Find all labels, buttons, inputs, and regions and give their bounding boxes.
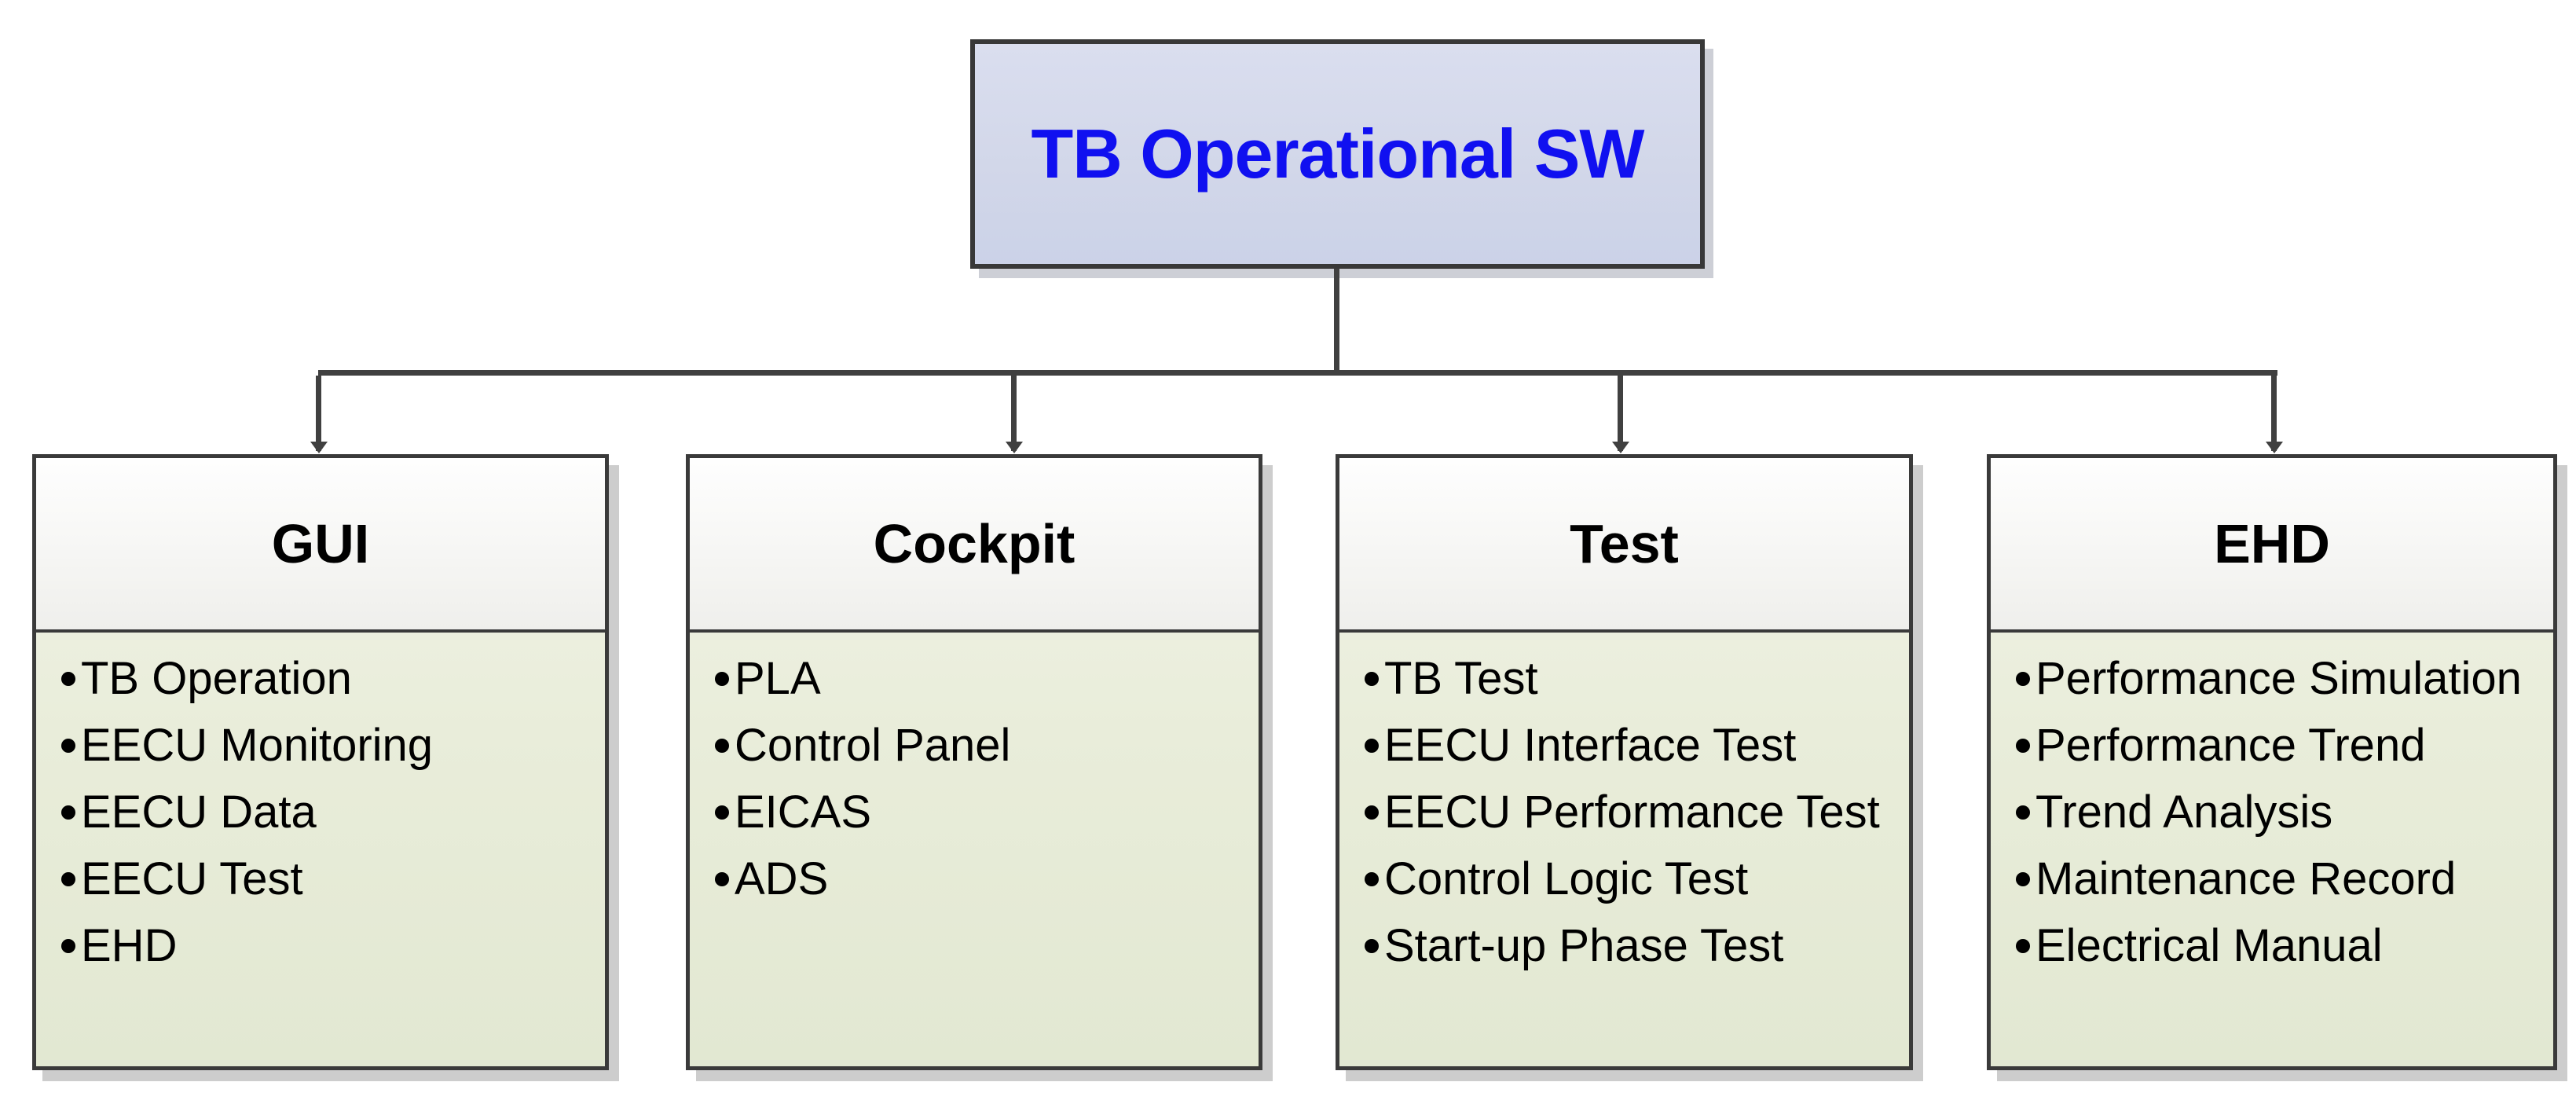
list-item: ADS [715,845,1251,912]
list-item: TB Operation [61,645,597,712]
list-item: Control Logic Test [1365,845,1901,912]
connector-drop-ehd [2271,376,2277,451]
list-item: EECU Test [61,845,597,912]
node-ehd-items: Performance Simulation Performance Trend… [1991,645,2553,979]
list-item: EECU Performance Test [1365,779,1901,845]
node-cockpit-items: PLA Control Panel EICAS ADS [690,645,1259,912]
connector-horizontal-bus [318,370,2277,376]
list-item: Trend Analysis [2016,779,2545,845]
list-item: TB Test [1365,645,1901,712]
list-item: Performance Trend [2016,712,2545,779]
node-gui-title: GUI [271,513,370,574]
arrow-down-icon [1611,442,1629,453]
node-test-header: Test [1339,458,1909,633]
list-item: PLA [715,645,1251,712]
list-item: Performance Simulation [2016,645,2545,712]
arrow-down-icon [310,442,328,453]
node-ehd-title: EHD [2214,513,2330,574]
node-gui-header: GUI [36,458,605,633]
root-node-label: TB Operational SW [1031,115,1645,193]
arrow-down-icon [2265,442,2283,453]
node-gui: GUI TB Operation EECU Monitoring EECU Da… [32,454,609,1070]
list-item: EICAS [715,779,1251,845]
list-item: Start-up Phase Test [1365,912,1901,979]
node-test-title: Test [1570,513,1679,574]
list-item: EECU Interface Test [1365,712,1901,779]
connector-drop-cockpit [1011,376,1017,451]
root-node: TB Operational SW [970,39,1705,269]
list-item: Maintenance Record [2016,845,2545,912]
node-ehd: EHD Performance Simulation Performance T… [1987,454,2557,1070]
connector-drop-test [1618,376,1623,451]
list-item: Electrical Manual [2016,912,2545,979]
node-cockpit-header: Cockpit [690,458,1259,633]
node-test-items: TB Test EECU Interface Test EECU Perform… [1339,645,1909,979]
list-item: Control Panel [715,712,1251,779]
node-cockpit: Cockpit PLA Control Panel EICAS ADS [686,454,1262,1070]
list-item: EHD [61,912,597,979]
connector-drop-gui [316,376,321,451]
list-item: EECU Data [61,779,597,845]
node-ehd-header: EHD [1991,458,2553,633]
connector-root-stem [1334,269,1339,372]
node-test: Test TB Test EECU Interface Test EECU Pe… [1336,454,1913,1070]
arrow-down-icon [1005,442,1023,453]
list-item: EECU Monitoring [61,712,597,779]
node-cockpit-title: Cockpit [873,513,1075,574]
node-gui-items: TB Operation EECU Monitoring EECU Data E… [36,645,605,979]
